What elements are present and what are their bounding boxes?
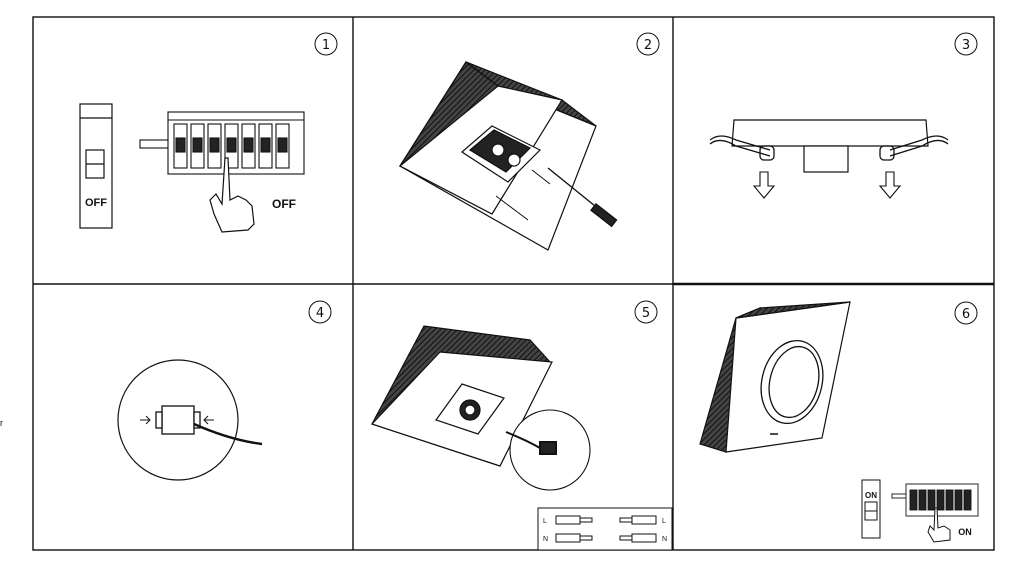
step-number-1: 1 — [322, 38, 330, 53]
step-number-5: 5 — [642, 306, 650, 321]
panel-off-label: OFF — [272, 197, 296, 211]
breaker-off-label: OFF — [85, 197, 107, 209]
breaker-on-label: ON — [865, 491, 877, 500]
legend-label-l-left: L — [543, 518, 547, 525]
panel-step-3: 3 — [709, 32, 978, 199]
panel-on-label: ON — [958, 527, 972, 537]
legend-label-n-left: N — [543, 536, 548, 543]
down-arrow-icon — [752, 171, 902, 199]
mounting-clips-icon — [709, 135, 949, 161]
push-arrow-icon — [140, 415, 214, 425]
edge-text: r — [0, 418, 3, 428]
screw-icons — [495, 169, 551, 221]
mounting-plate-icon — [461, 125, 542, 183]
installed-fixture-icon — [760, 339, 824, 435]
panel-step-2: 2 — [398, 32, 660, 251]
legend-label-n-right: N — [662, 536, 667, 543]
step-number-2: 2 — [644, 38, 652, 53]
fixture-body-icon — [731, 119, 929, 173]
circuit-breaker-icon — [79, 103, 113, 229]
hand-icon — [209, 157, 255, 233]
distribution-board-icon — [891, 483, 979, 517]
panel-grid — [32, 16, 995, 551]
step-number-4: 4 — [316, 306, 324, 321]
circuit-breaker-icon — [861, 479, 881, 539]
panel-step-6: 6 ON ON — [699, 301, 979, 543]
hand-icon — [927, 507, 951, 543]
wired-plate-icon — [435, 383, 505, 435]
legend-label-l-right: L — [662, 518, 666, 525]
wiring-legend — [537, 507, 673, 551]
distribution-board-icon — [139, 111, 305, 175]
cable-connector-icon — [505, 431, 557, 455]
screwdriver-icon — [547, 167, 618, 228]
step-number-6: 6 — [962, 307, 970, 322]
step-number-3: 3 — [962, 38, 970, 53]
connector-block-icon — [155, 405, 263, 446]
panel-step-5: 5 L L N N — [370, 300, 673, 551]
panel-step-4: 4 — [117, 300, 332, 481]
panel-step-1: 1 OFF — [79, 32, 338, 233]
